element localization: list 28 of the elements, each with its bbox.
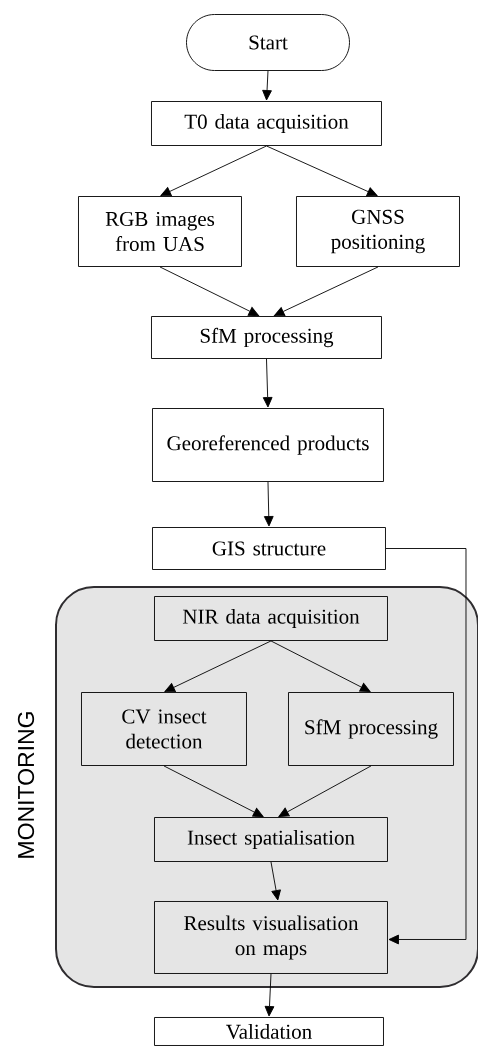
- process-box: T0 data acquisition: [151, 101, 382, 146]
- arrow: [160, 145, 267, 197]
- process-box: Validation: [154, 1017, 384, 1046]
- process-box: RGB images from UAS: [78, 196, 242, 267]
- process-box: NIR data acquisition: [154, 596, 388, 641]
- process-box: Results visualisation on maps: [154, 901, 388, 974]
- process-box: SfM processing: [151, 316, 382, 359]
- arrow: [262, 358, 273, 408]
- arrow: [264, 973, 275, 1017]
- arrow: [270, 861, 281, 901]
- arrow: [385, 548, 467, 945]
- panel-label: MONITORING: [17, 712, 35, 858]
- arrow: [278, 765, 372, 817]
- start-terminal: Start: [186, 14, 350, 71]
- arrow: [274, 266, 379, 317]
- arrow: [164, 640, 272, 693]
- process-box: Insect spatialisation: [154, 817, 388, 862]
- process-box: Georeferenced products: [152, 408, 384, 482]
- arrow: [163, 765, 264, 817]
- process-box: GIS structure: [152, 527, 386, 570]
- process-box: CV insect detection: [81, 692, 247, 766]
- arrow: [270, 640, 371, 692]
- arrow: [159, 266, 259, 317]
- arrow: [262, 70, 272, 101]
- arrow: [263, 481, 274, 527]
- process-box: SfM processing: [288, 692, 454, 766]
- process-box: GNSS positioning: [296, 196, 460, 267]
- arrow: [266, 145, 378, 197]
